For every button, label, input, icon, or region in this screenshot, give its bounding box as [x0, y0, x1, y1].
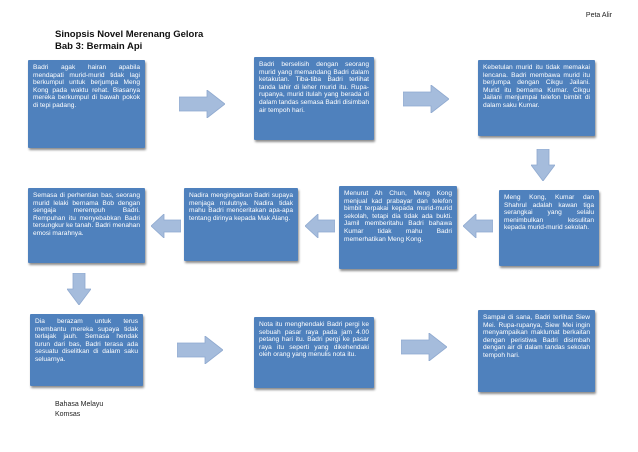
flow-box-9: Nota itu menghendaki Badri pergi ke sebu… — [254, 317, 374, 388]
flow-box-3: Kebetulan murid itu tidak memakai lencan… — [478, 60, 595, 136]
flow-box-10-text: Sampai di sana, Badri terlihat Siew Mei.… — [483, 314, 590, 359]
arrow-right-icon — [179, 90, 225, 118]
flow-box-1-text: Badri agak hairan apabila mendapati muri… — [33, 64, 140, 109]
footer-subject: Bahasa Melayu — [55, 401, 104, 408]
arrow-right-icon — [401, 333, 447, 361]
flow-box-4: Meng Kong, Kumar dan Shahrul adalah kawa… — [499, 190, 599, 266]
flow-box-6-text: Nadira mengingatkan Badri supaya menjaga… — [189, 192, 293, 222]
flow-box-5: Menurut Ah Chun, Meng Kong menjual kad p… — [339, 186, 457, 269]
flow-box-7-text: Semasa di perhentian bas, seorang murid … — [33, 192, 140, 237]
footer-topic: Komsas — [55, 411, 81, 418]
arrow-right-icon — [177, 336, 223, 364]
page-label: Peta Alir — [585, 12, 612, 19]
title-line-1: Sinopsis Novel Merenang Gelora — [55, 29, 204, 40]
flow-box-1: Badri agak hairan apabila mendapati muri… — [28, 60, 145, 148]
flow-box-7: Semasa di perhentian bas, seorang murid … — [28, 188, 145, 263]
arrow-left-icon — [151, 214, 181, 238]
flow-box-6: Nadira mengingatkan Badri supaya menjaga… — [184, 188, 298, 261]
arrow-down-icon — [67, 273, 91, 305]
title-line-2: Bab 3: Bermain Api — [55, 41, 143, 52]
flow-box-2: Badri berselisih dengan seorang murid ya… — [254, 57, 374, 140]
arrow-left-icon — [463, 214, 493, 238]
flow-box-5-text: Menurut Ah Chun, Meng Kong menjual kad p… — [344, 190, 452, 243]
arrow-down-icon — [531, 149, 555, 181]
arrow-right-icon — [403, 85, 449, 113]
diagram-title: Sinopsis Novel Merenang Gelora Bab 3: Be… — [55, 29, 203, 53]
flow-box-4-text: Meng Kong, Kumar dan Shahrul adalah kawa… — [504, 194, 594, 232]
flow-box-2-text: Badri berselisih dengan seorang murid ya… — [259, 61, 369, 114]
flow-box-10: Sampai di sana, Badri terlihat Siew Mei.… — [478, 310, 595, 392]
flow-box-9-text: Nota itu menghendaki Badri pergi ke sebu… — [259, 321, 369, 359]
flow-box-8: Dia berazam untuk terus membantu mereka … — [30, 314, 143, 386]
flow-box-8-text: Dia berazam untuk terus membantu mereka … — [35, 318, 138, 363]
footer: Bahasa Melayu Komsas — [55, 400, 103, 420]
arrow-left-icon — [305, 214, 335, 238]
flow-box-3-text: Kebetulan murid itu tidak memakai lencan… — [483, 64, 590, 109]
